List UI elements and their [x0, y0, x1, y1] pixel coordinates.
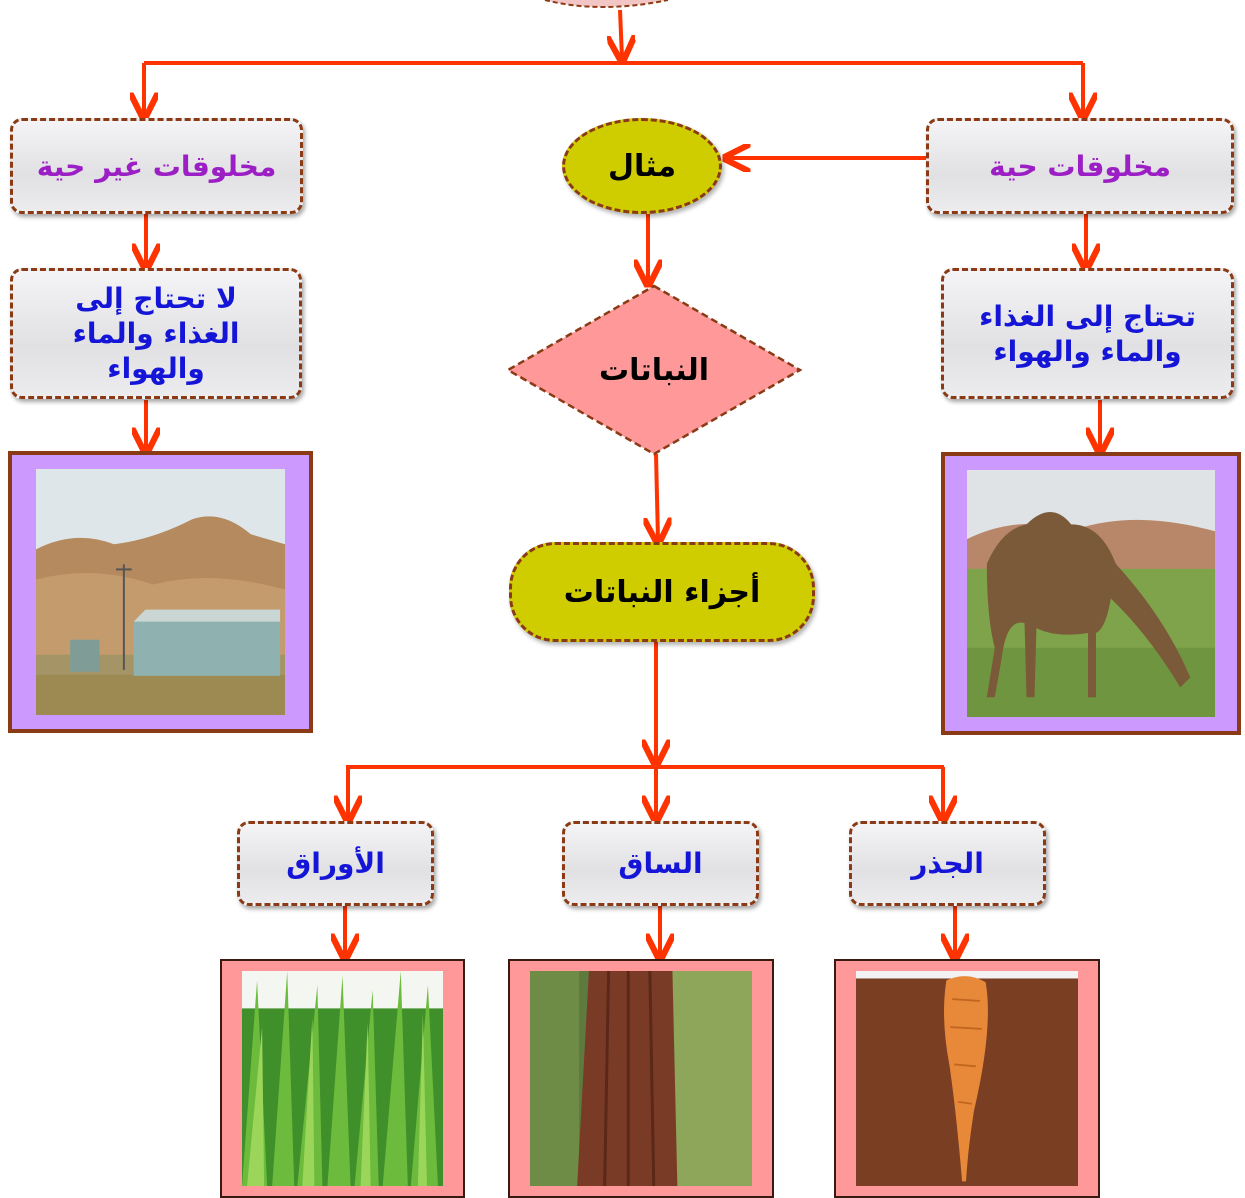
camel-picture	[967, 470, 1215, 717]
stem-label: الساق	[618, 847, 703, 880]
living-needs-label: تحتاج إلى الغذاء والماء والهواء	[979, 299, 1196, 368]
leaves-node: الأوراق	[237, 821, 434, 906]
root-image-frame	[834, 959, 1100, 1198]
nonliving-image	[36, 469, 285, 715]
living-node: مخلوقات حية	[926, 118, 1234, 214]
plants-label: النباتات	[599, 352, 709, 388]
nonliving-node: مخلوقات غير حية	[10, 118, 303, 214]
nonliving-image-frame	[8, 451, 313, 733]
tree-trunk-picture	[530, 971, 752, 1186]
stem-image	[530, 971, 752, 1186]
green-leaves-picture	[242, 971, 443, 1186]
root-node: الجذر	[849, 821, 1046, 906]
stem-image-frame	[508, 959, 774, 1198]
desert-buildings-picture	[36, 469, 285, 715]
plant-parts-label: أجزاء النباتات	[563, 574, 761, 610]
carrot-picture	[856, 971, 1078, 1186]
leaves-image-frame	[220, 959, 465, 1198]
plants-node-label-wrap: النباتات	[508, 286, 800, 454]
plants-diamond	[505, 284, 803, 456]
plant-parts-node: أجزاء النباتات	[509, 542, 815, 642]
living-label: مخلوقات حية	[989, 149, 1171, 183]
arrow-top-down	[620, 9, 622, 58]
top-node-fragment	[544, 0, 669, 8]
example-node: مثال	[562, 118, 722, 214]
root-image	[856, 971, 1078, 1186]
leaves-label: الأوراق	[286, 847, 385, 880]
root-label: الجذر	[911, 847, 984, 880]
arrow-plants-to-parts	[656, 453, 658, 540]
leaves-image	[242, 971, 443, 1186]
stem-node: الساق	[562, 821, 759, 906]
nonliving-label: مخلوقات غير حية	[36, 149, 277, 183]
living-image-frame	[941, 452, 1241, 735]
living-needs-node: تحتاج إلى الغذاء والماء والهواء	[941, 268, 1234, 399]
example-label: مثال	[607, 148, 677, 184]
living-image	[967, 470, 1215, 717]
nonliving-needs-label: لا تحتاج إلى الغذاء والماء والهواء	[72, 282, 240, 385]
nonliving-needs-node: لا تحتاج إلى الغذاء والماء والهواء	[10, 268, 302, 399]
